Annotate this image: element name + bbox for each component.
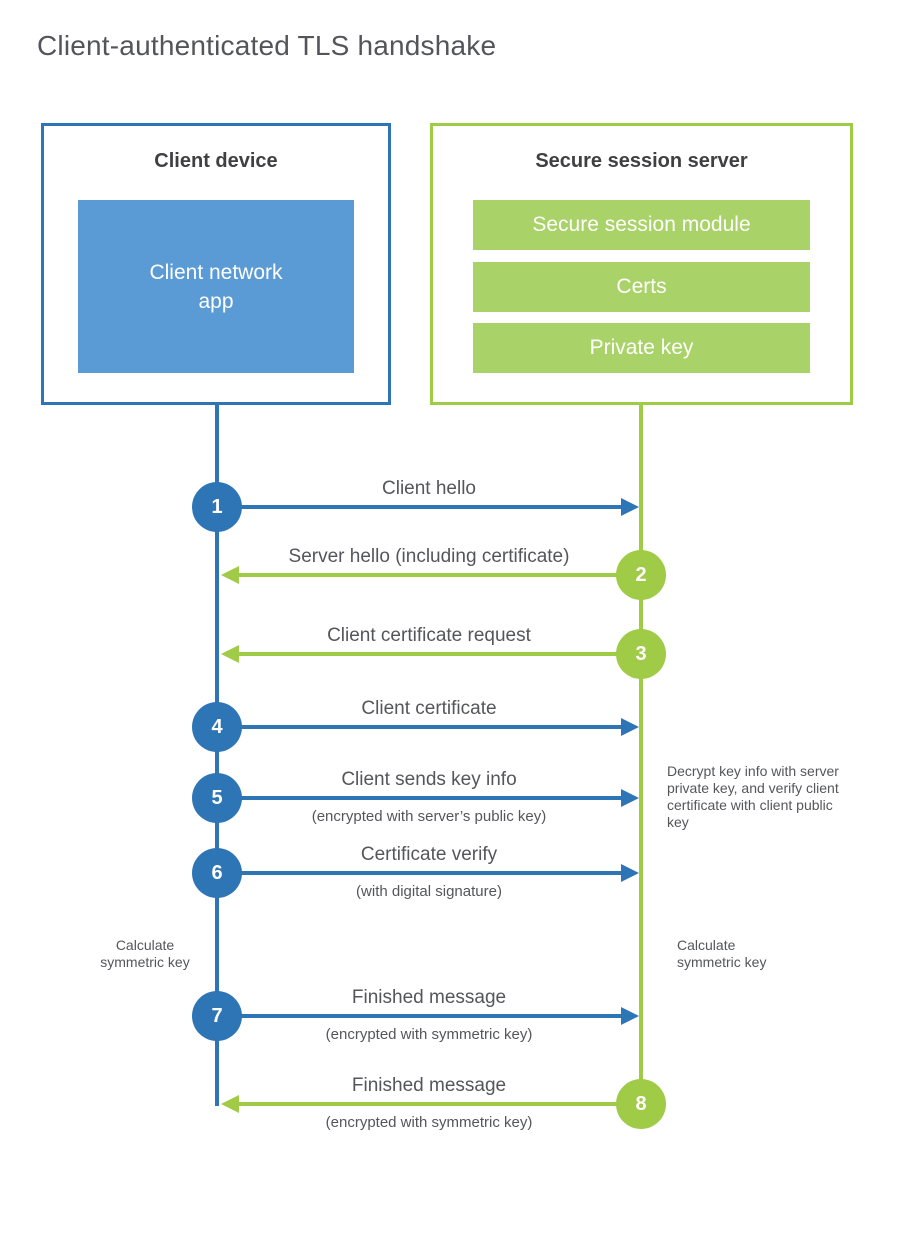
client-device-title: Client device xyxy=(154,150,278,172)
arrow-head-right-icon xyxy=(621,498,639,516)
message-arrow-8 xyxy=(239,1102,641,1106)
message-label-7: Finished message xyxy=(351,987,507,1008)
message-sub-6: (with digital signature) xyxy=(356,883,502,900)
message-sub-5: (encrypted with server’s public key) xyxy=(311,808,547,825)
server-lifeline xyxy=(639,405,643,1104)
message-label-1: Client hello xyxy=(382,478,476,499)
step-circle-8: 8 xyxy=(616,1079,666,1129)
secure-session-module-label: Secure session module xyxy=(532,213,751,236)
message-label-4: Client certificate xyxy=(361,698,497,719)
message-arrow-2 xyxy=(239,573,641,577)
arrow-head-left-icon xyxy=(221,1095,239,1113)
server-calculate-symmetric-key-note: Calculate symmetric key xyxy=(677,937,767,970)
message-label-5: Client sends key info xyxy=(341,769,517,790)
step-circle-1: 1 xyxy=(192,482,242,532)
message-arrow-7 xyxy=(217,1014,621,1018)
secure-session-module-bar: Secure session module xyxy=(473,200,810,250)
client-lifeline xyxy=(215,405,219,1106)
step-circle-4: 4 xyxy=(192,702,242,752)
step-circle-5: 5 xyxy=(192,773,242,823)
message-sub-8: (encrypted with symmetric key) xyxy=(325,1114,533,1131)
arrow-head-right-icon xyxy=(621,864,639,882)
client-network-app-label: Client network app xyxy=(149,260,283,313)
private-key-bar: Private key xyxy=(473,323,810,373)
message-arrow-1 xyxy=(217,505,621,509)
message-arrow-6 xyxy=(217,871,621,875)
client-device-box: Client device Client network app xyxy=(41,123,391,405)
step-circle-6: 6 xyxy=(192,848,242,898)
step-circle-7: 7 xyxy=(192,991,242,1041)
client-calculate-symmetric-key-note: Calculate symmetric key xyxy=(100,937,190,970)
message-arrow-4 xyxy=(217,725,621,729)
arrow-head-left-icon xyxy=(221,566,239,584)
message-sub-7: (encrypted with symmetric key) xyxy=(325,1026,533,1043)
server-decrypt-note: Decrypt key info with server private key… xyxy=(667,763,839,830)
step-circle-3: 3 xyxy=(616,629,666,679)
certs-label: Certs xyxy=(616,275,667,298)
message-arrow-3 xyxy=(239,652,641,656)
certs-bar: Certs xyxy=(473,262,810,312)
client-network-app-box: Client network app xyxy=(78,200,354,373)
message-label-2: Server hello (including certificate) xyxy=(288,546,570,567)
secure-session-server-title: Secure session server xyxy=(535,150,748,172)
page-title: Client-authenticated TLS handshake xyxy=(37,30,497,61)
secure-session-server-box: Secure session server Secure session mod… xyxy=(430,123,853,405)
arrow-head-right-icon xyxy=(621,789,639,807)
step-circle-2: 2 xyxy=(616,550,666,600)
message-label-8: Finished message xyxy=(351,1075,507,1096)
arrow-head-left-icon xyxy=(221,645,239,663)
message-arrow-5 xyxy=(217,796,621,800)
arrow-head-right-icon xyxy=(621,718,639,736)
private-key-label: Private key xyxy=(589,336,694,359)
message-label-6: Certificate verify xyxy=(360,844,498,865)
message-label-3: Client certificate request xyxy=(327,625,531,646)
arrow-head-right-icon xyxy=(621,1007,639,1025)
